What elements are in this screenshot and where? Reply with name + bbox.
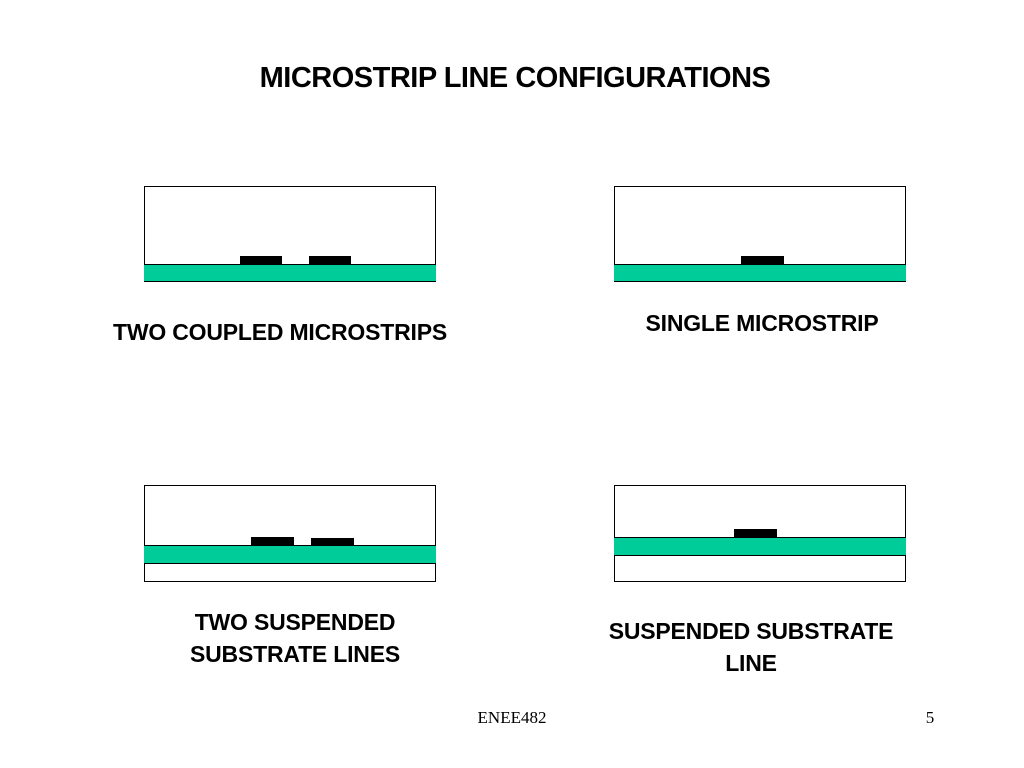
- conductor-strip-right: [311, 538, 354, 546]
- conductor-strip-left: [251, 537, 294, 545]
- suspended-substrate-line-diagram: [614, 485, 906, 582]
- caption-line-2: LINE: [725, 650, 777, 676]
- suspended-substrate-line-caption: SUSPENDED SUBSTRATE LINE: [556, 615, 946, 679]
- slide-title: MICROSTRIP LINE CONFIGURATIONS: [259, 62, 771, 94]
- two-suspended-substrate-lines-diagram: [144, 485, 436, 582]
- substrate-layer: [144, 545, 436, 564]
- two-coupled-microstrips-diagram: [144, 186, 436, 282]
- single-microstrip-diagram: [614, 186, 906, 282]
- caption-line-1: TWO SUSPENDED: [194, 609, 396, 635]
- conductor-strip: [734, 529, 777, 537]
- footer-page-number: 5: [925, 708, 935, 727]
- conductor-strip-left: [240, 256, 282, 264]
- substrate-layer: [614, 537, 906, 556]
- caption-line-2: SUBSTRATE LINES: [190, 641, 400, 667]
- caption-line-1: SUSPENDED SUBSTRATE: [608, 618, 894, 644]
- conductor-strip-right: [309, 256, 351, 264]
- substrate-layer: [614, 264, 906, 282]
- two-suspended-substrate-lines-caption: TWO SUSPENDED SUBSTRATE LINES: [140, 606, 450, 670]
- conductor-strip: [741, 256, 784, 264]
- footer-course-label: ENEE482: [477, 708, 547, 727]
- substrate-layer: [144, 264, 436, 282]
- single-microstrip-caption: SINGLE MICROSTRIP: [645, 310, 879, 336]
- two-coupled-microstrips-caption: TWO COUPLED MICROSTRIPS: [112, 319, 447, 345]
